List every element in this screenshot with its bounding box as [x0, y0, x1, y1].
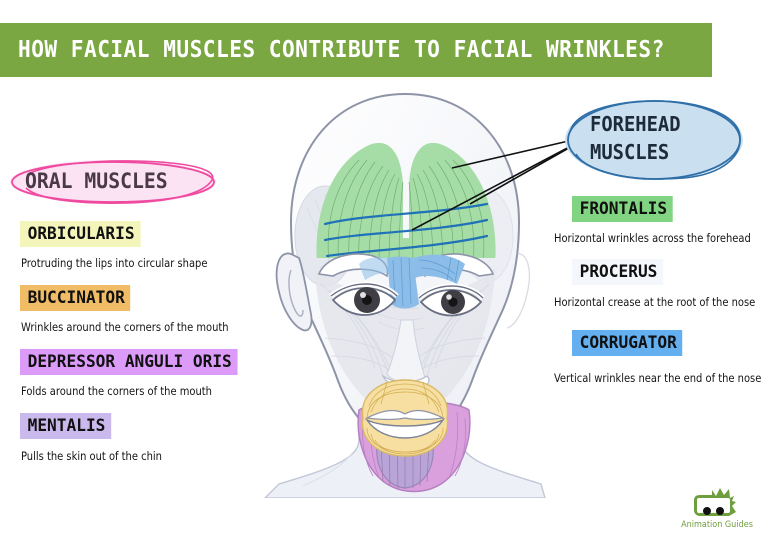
description-mentalis: Pulls the skin out of the chin [21, 449, 162, 463]
page-title-bar: HOW FACIAL MUSCLES CONTRIBUTE TO FACIAL … [0, 23, 712, 77]
oral-muscles-badge: ORAL MUSCLES [6, 158, 221, 206]
description-procerus: Horizontal crease at the root of the nos… [554, 295, 756, 309]
description-buccinator: Wrinkles around the corners of the mouth [21, 320, 229, 334]
label-buccinator: BUCCINATOR [20, 285, 131, 311]
logo-caption: Animation Guides [681, 520, 753, 530]
eyes [329, 281, 485, 317]
label-orbicularis: ORBICULARIS [20, 221, 141, 247]
oral-muscles-label: ORAL MUSCLES [25, 169, 168, 193]
forehead-muscles-badge: FOREHEAD MUSCLES [558, 96, 750, 184]
description-frontalis: Horizontal wrinkles across the forehead [554, 231, 751, 245]
forehead-muscles-label: FOREHEAD MUSCLES [590, 110, 681, 166]
page-title: HOW FACIAL MUSCLES CONTRIBUTE TO FACIAL … [18, 37, 665, 63]
forehead-label-line2: MUSCLES [590, 140, 670, 164]
forehead-badge-fill [565, 100, 743, 180]
description-depressor-anguli-oris: Folds around the corners of the mouth [21, 384, 212, 398]
description-orbicularis: Protruding the lips into circular shape [21, 256, 208, 270]
orbicularis-oris-muscle [361, 379, 449, 457]
label-depressor-anguli-oris: DEPRESSOR ANGULI ORIS [20, 349, 238, 375]
label-frontalis: FRONTALIS [572, 196, 673, 222]
logo-mark-icon [694, 488, 736, 516]
label-procerus: PROCERUS [572, 259, 664, 285]
ears [275, 252, 531, 332]
corrugator-procerus-muscle [359, 254, 465, 309]
facial-anatomy-illustration [255, 88, 565, 499]
animation-guides-logo[interactable]: Animation Guides [676, 486, 758, 536]
forehead-label-line1: FOREHEAD [590, 112, 681, 136]
label-mentalis: MENTALIS [20, 413, 112, 439]
description-corrugator: Vertical wrinkles near the end of the no… [554, 371, 762, 385]
label-corrugator: CORRUGATOR [572, 330, 683, 356]
